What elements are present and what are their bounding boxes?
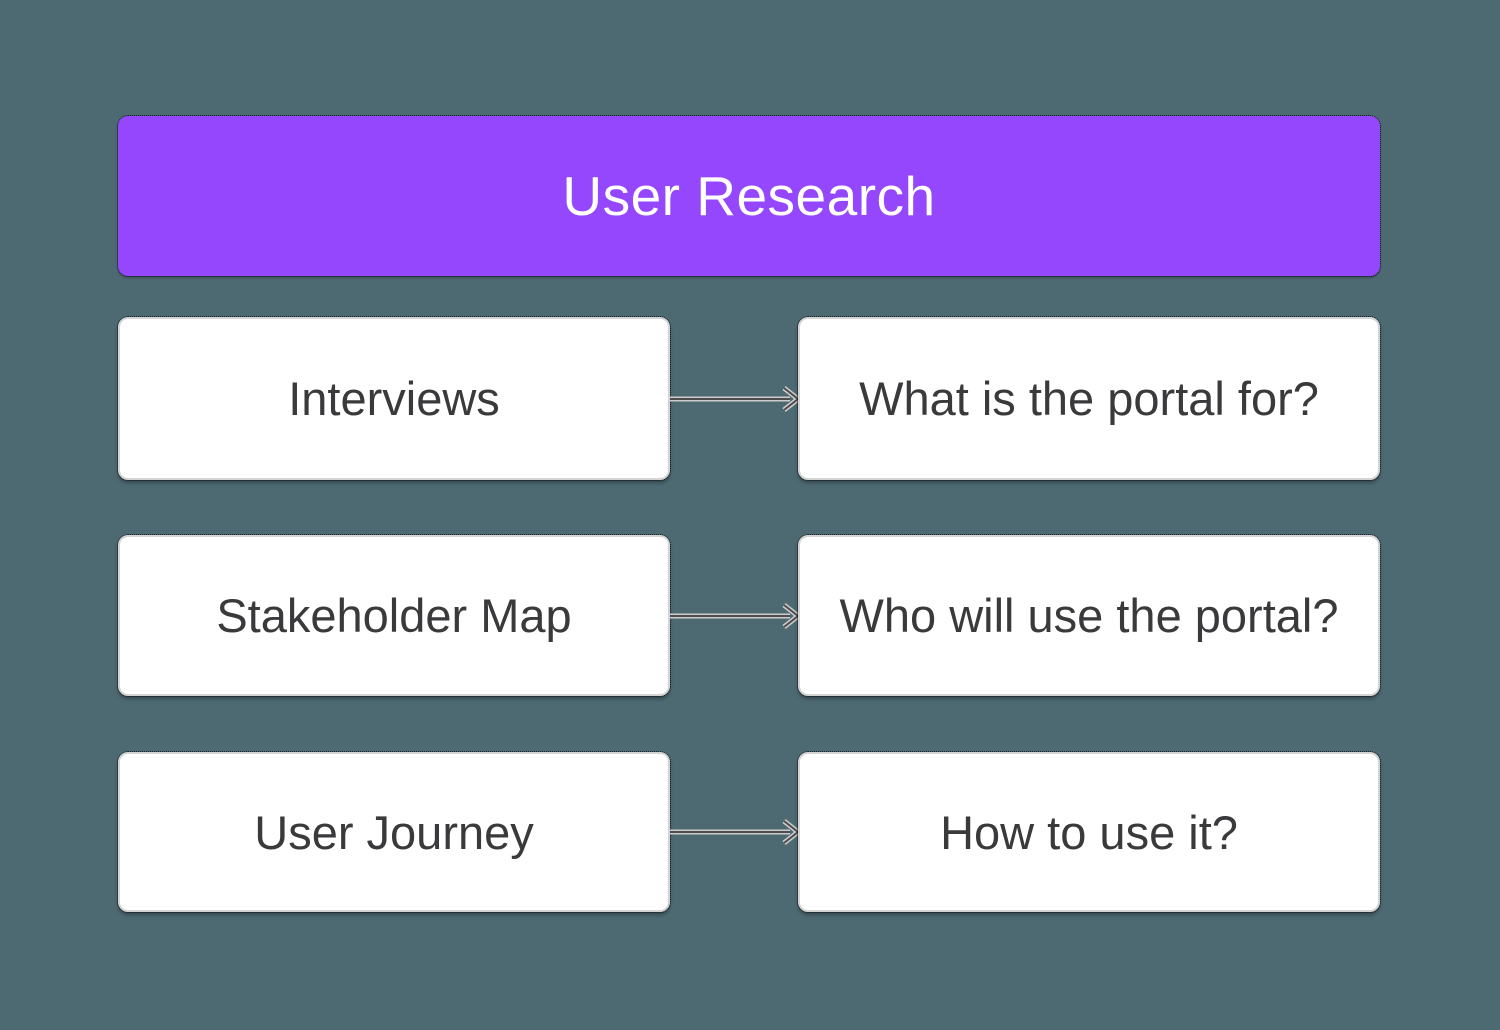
node-user-research-label: User Research <box>562 165 936 227</box>
node-interviews-label: Interviews <box>288 372 500 425</box>
node-user-journey-label: User Journey <box>254 805 534 859</box>
node-how-to-use-it[interactable]: How to use it? <box>797 751 1381 913</box>
arrow-right-icon <box>670 819 800 845</box>
node-stakeholder-map[interactable]: Stakeholder Map <box>117 534 671 697</box>
arrow-right-icon <box>670 603 800 629</box>
node-user-journey[interactable]: User Journey <box>117 751 671 913</box>
arrow-right-icon <box>670 386 800 412</box>
node-stakeholder-map-label: Stakeholder Map <box>216 589 572 642</box>
node-interviews[interactable]: Interviews <box>117 316 671 481</box>
node-user-research[interactable]: User Research <box>117 115 1381 277</box>
node-how-to-use-it-label: How to use it? <box>940 805 1238 859</box>
node-what-is-the-portal-for[interactable]: What is the portal for? <box>797 316 1381 481</box>
node-who-will-use-the-portal[interactable]: Who will use the portal? <box>797 534 1381 697</box>
node-what-is-the-portal-for-label: What is the portal for? <box>859 372 1319 425</box>
node-who-will-use-the-portal-label: Who will use the portal? <box>839 589 1339 642</box>
